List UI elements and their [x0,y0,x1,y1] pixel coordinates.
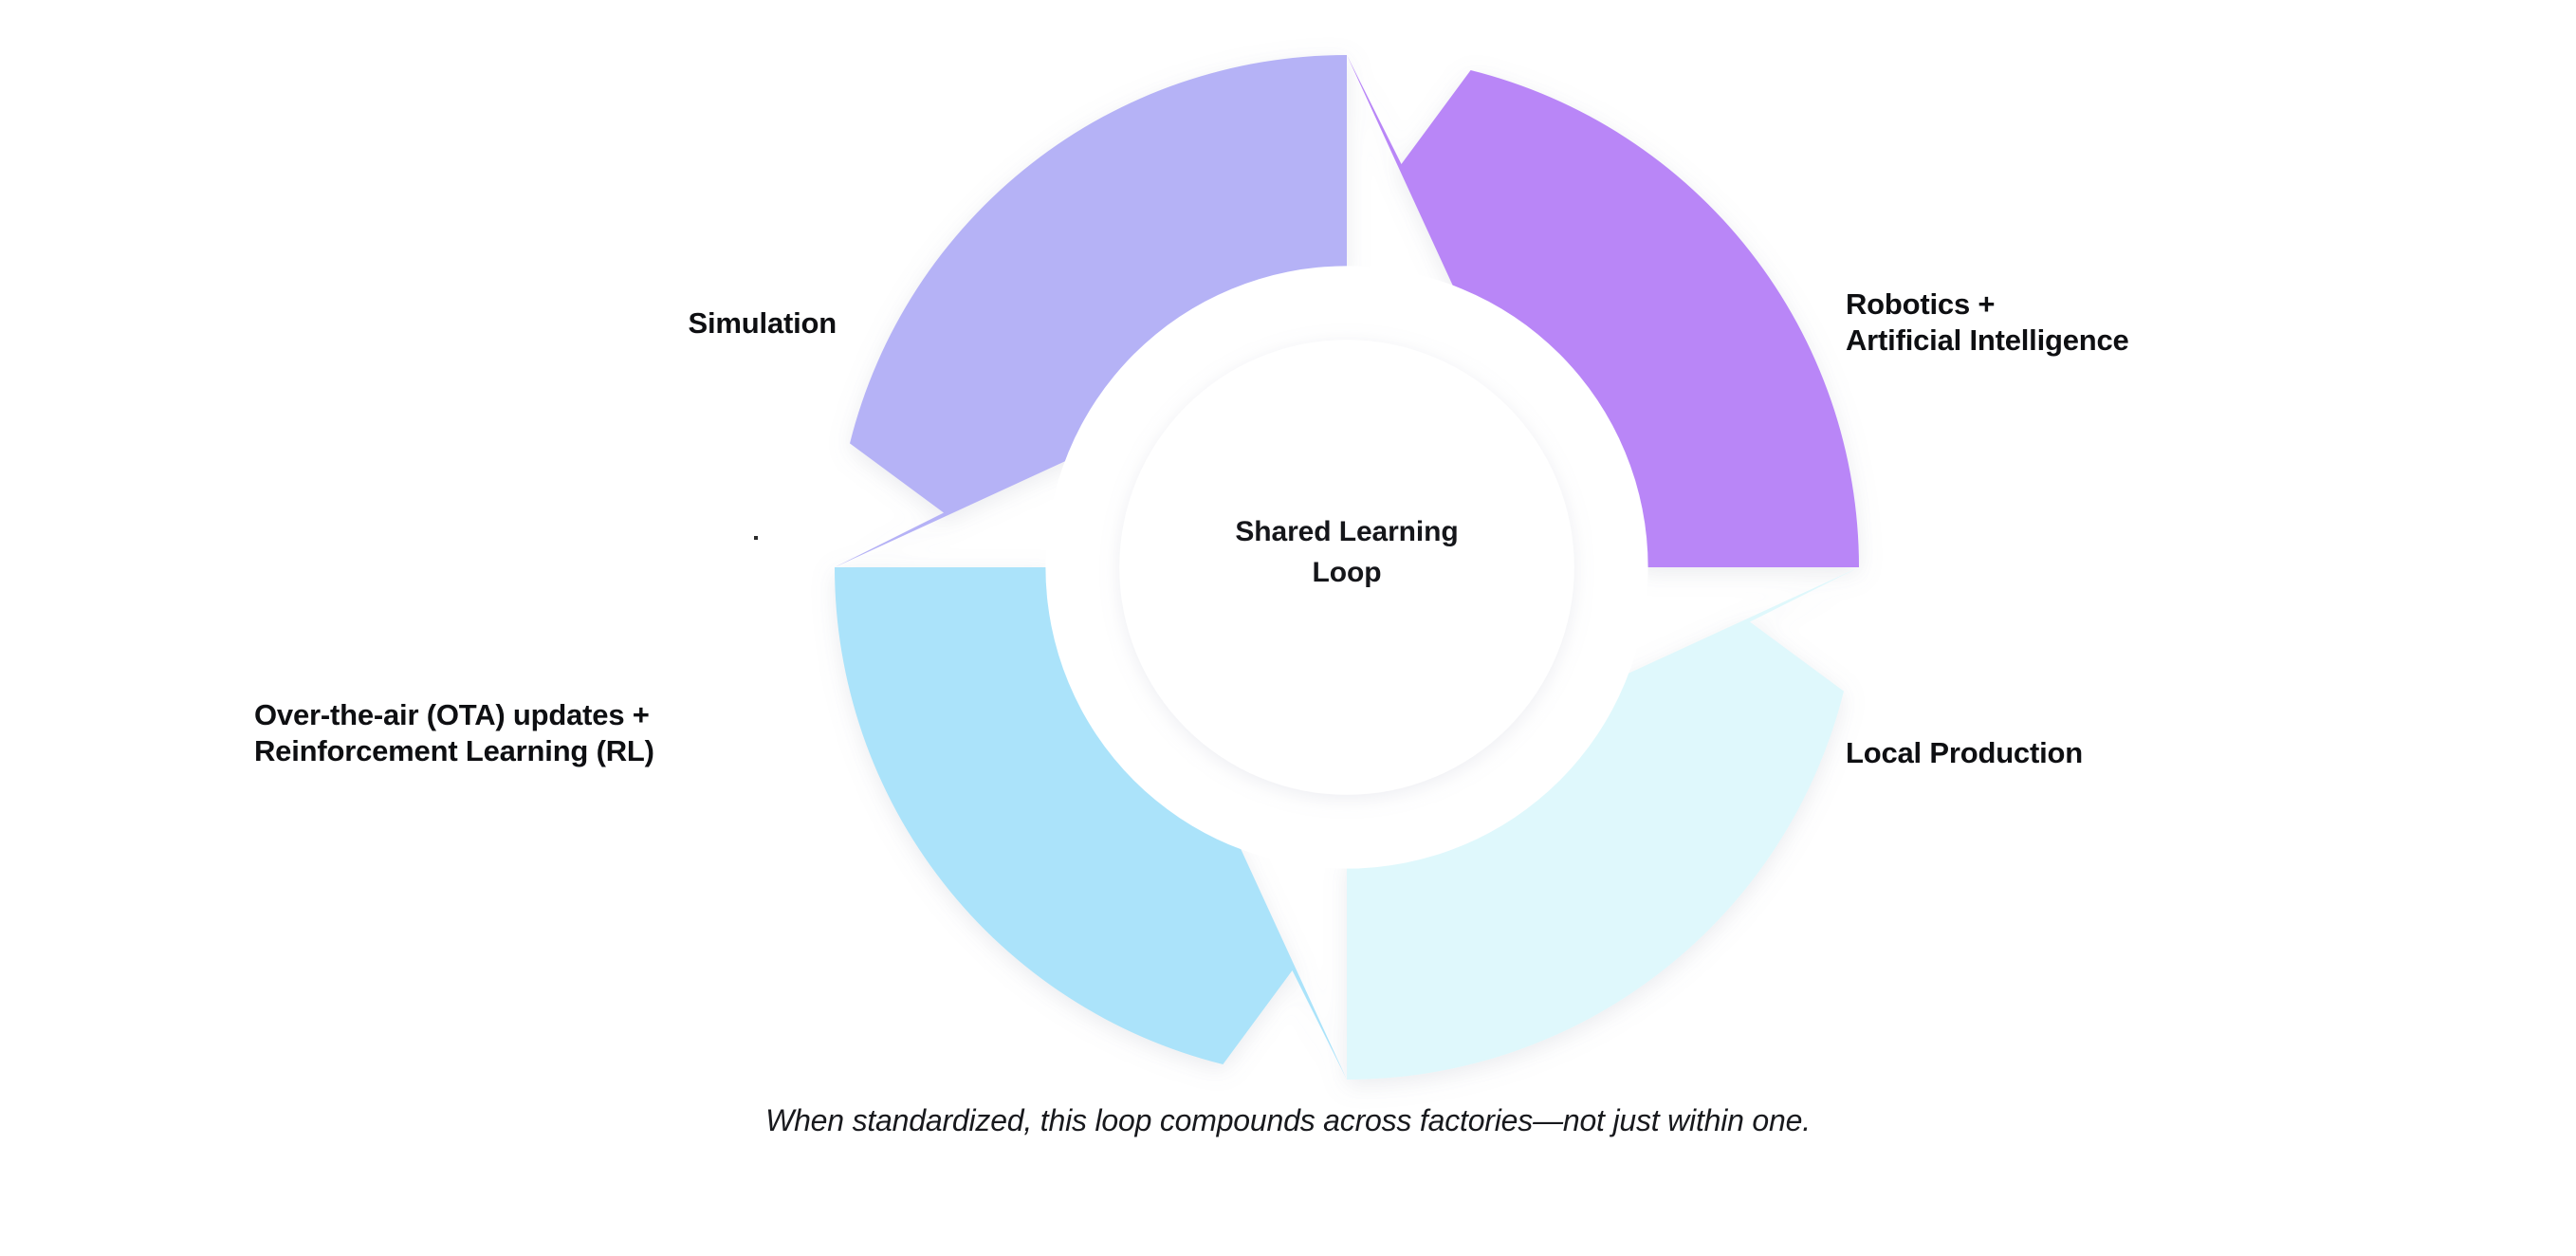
label-ota-rl: Over-the-air (OTA) updates + Reinforceme… [254,698,654,767]
donut-inner-disc [1119,340,1574,795]
donut-svg [835,55,1859,1080]
donut-segment-ota-rl[interactable] [835,567,1347,1080]
donut-ring-group [835,55,1859,1080]
stray-speck [754,536,758,540]
hub-title: Shared Learning Loop [1235,516,1459,588]
caption-text: When standardized, this loop compounds a… [765,1103,1811,1137]
donut-segment-robotics-ai[interactable] [1347,55,1859,567]
label-simulation: Simulation [688,306,837,340]
shared-learning-loop-donut [835,55,1859,1080]
donut-segment-local-production[interactable] [1347,567,1859,1080]
label-local-production: Local Production [1846,736,2083,769]
donut-segment-simulation[interactable] [835,55,1347,567]
label-robotics-ai: Robotics + Artificial Intelligence [1846,287,2129,357]
